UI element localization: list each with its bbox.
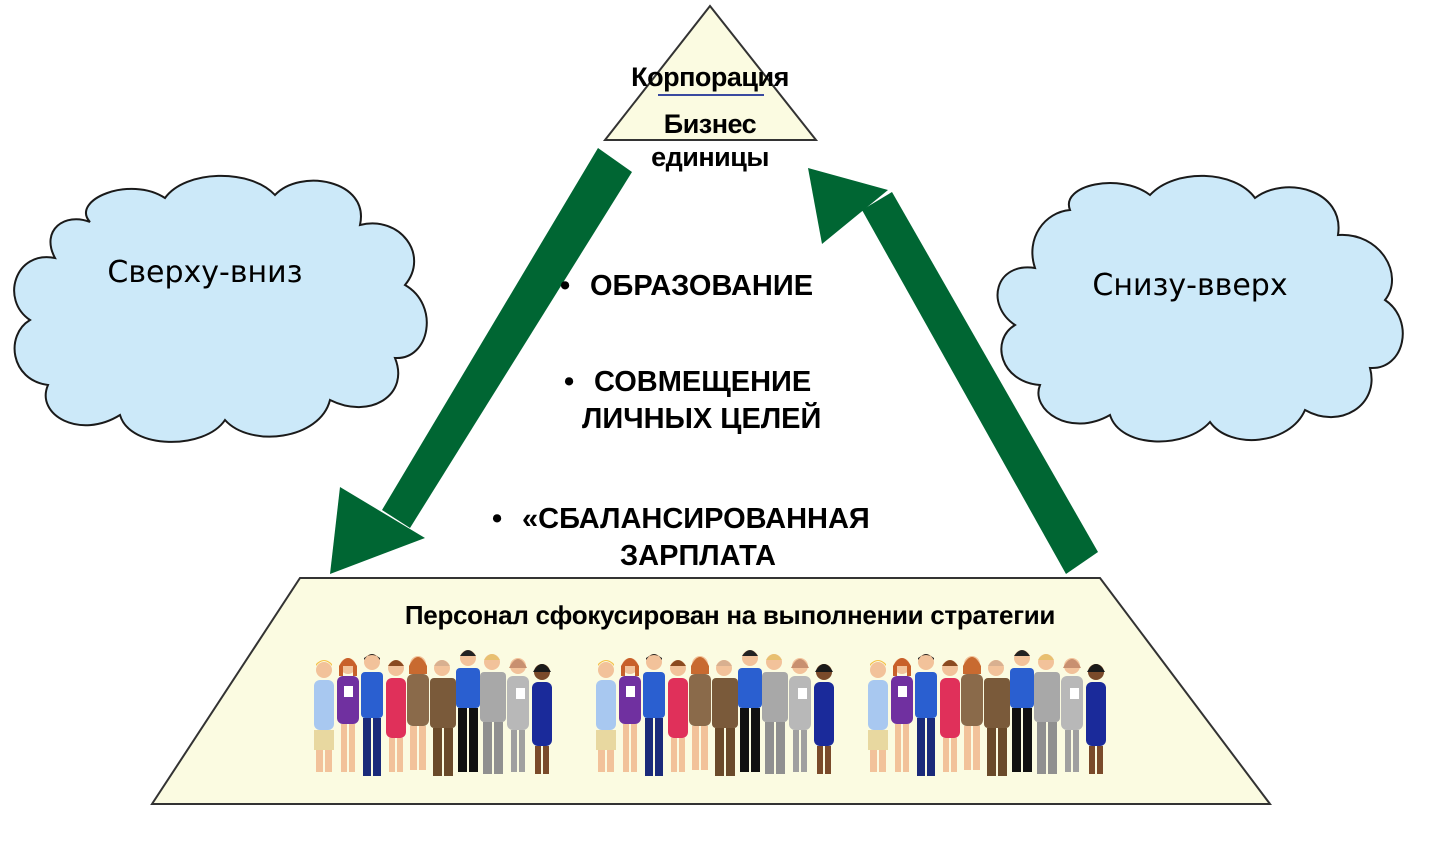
bullet-goals-line1: СОВМЕЩЕНИЕ [594,366,812,398]
apex-subtitle-line2: единицы [651,142,769,172]
left-cloud [13,174,428,443]
left-cloud-label: Сверху-вниз [107,255,303,290]
bullet-dot: • [492,503,503,535]
bottom-up-arrow [808,168,1098,574]
right-cloud [996,174,1404,443]
bullet-dot: • [564,366,575,398]
bullet-education-text: ОБРАЗОВАНИЕ [590,270,814,302]
bullet-salary-line1: «СБАЛАНСИРОВАННАЯ [522,503,870,535]
bullet-salary-line2: ЗАРПЛАТА [620,540,776,572]
bullet-education: • ОБРАЗОВАНИЕ [560,268,813,305]
bullet-salary: • «СБАЛАНСИРОВАННАЯ ЗАРПЛАТА [492,501,870,575]
top-down-arrow [330,148,632,574]
bullet-dot: • [560,270,571,302]
base-caption: Персонал сфокусирован на выполнении стра… [404,600,1056,630]
apex-subtitle: Бизнес единицы [560,108,860,174]
right-cloud-label: Снизу-вверх [1092,268,1288,303]
apex-triangle [602,4,819,141]
apex-title: Корпорация [631,62,789,92]
bullet-goals-line2: ЛИЧНЫХ ЦЕЛЕЙ [582,403,822,435]
bullet-goals: • СОВМЕЩЕНИЕ ЛИЧНЫХ ЦЕЛЕЙ [564,364,821,438]
apex-subtitle-line1: Бизнес [663,109,757,139]
